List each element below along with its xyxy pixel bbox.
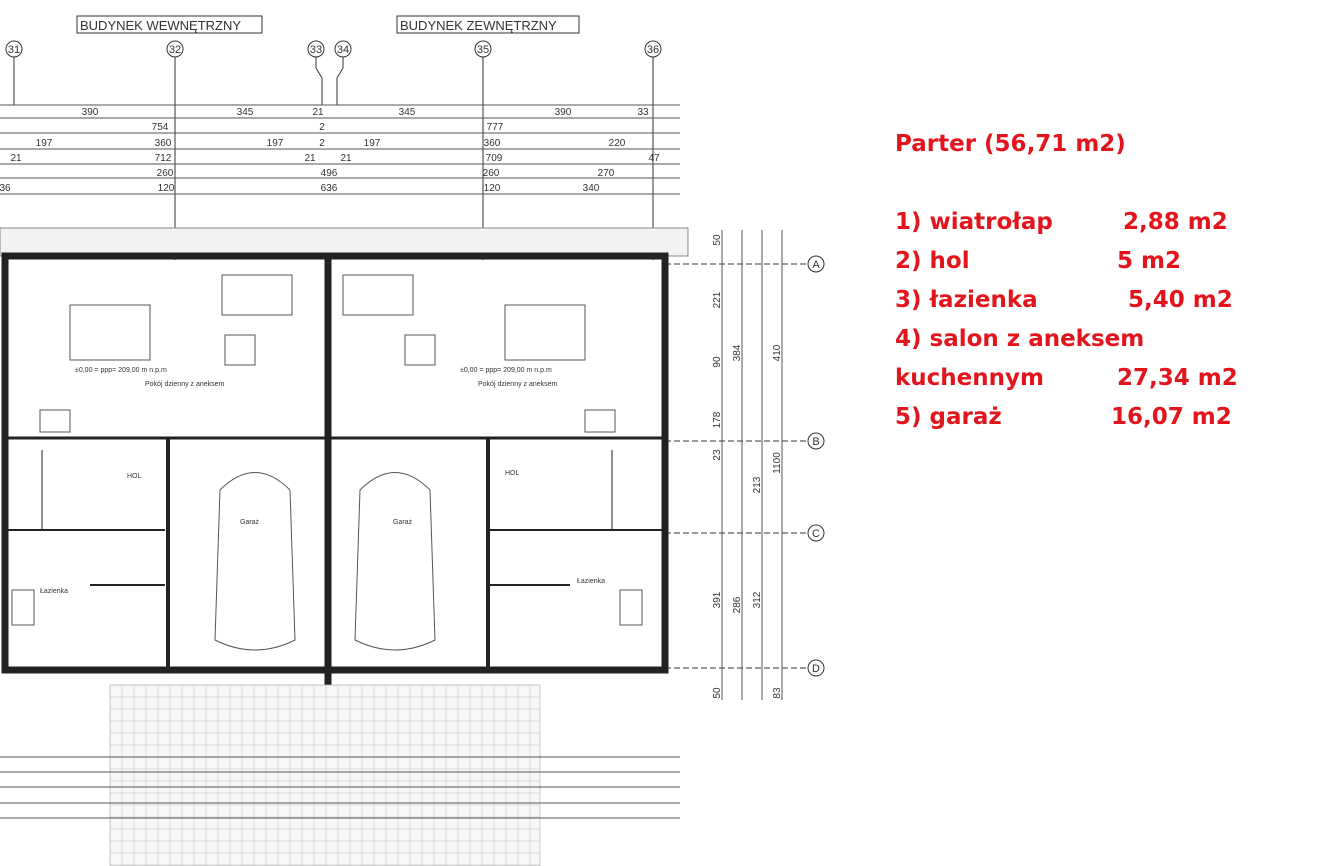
dimension: 286 (732, 596, 743, 613)
header-inner-building: BUDYNEK WEWNĘTRZNY (80, 18, 241, 33)
room-label: Pokój dzienny z aneksem (145, 381, 225, 388)
legend-item: kuchennym 27,34 m2 (895, 359, 1238, 398)
dimension: 345 (399, 107, 416, 118)
legend-item-name: kuchennym (895, 365, 1044, 391)
dimension: 90 (712, 356, 723, 368)
dimension: 384 (732, 344, 743, 361)
axis-label: 33 (310, 44, 322, 56)
legend-item: 5) garaż 16,07 m2 (895, 398, 1232, 437)
dimension: 221 (712, 291, 723, 308)
legend-item: 2) hol 5 m2 (895, 242, 1181, 281)
legend-item: 1) wiatrołap 2,88 m2 (895, 203, 1228, 242)
dimension: 220 (609, 138, 626, 149)
legend-item-area: 5,40 m2 (1128, 287, 1233, 313)
room-label: Garaż (393, 519, 413, 526)
dimension: 197 (267, 138, 284, 149)
dimension: 270 (598, 168, 615, 179)
legend-item-name: 4) salon z aneksem (895, 326, 1145, 352)
floor-plan: BUDYNEK WEWNĘTRZNY BUDYNEK ZEWNĘTRZNY 31… (0, 15, 825, 866)
axis-label: D (812, 663, 820, 675)
dimension: 2 (319, 138, 325, 149)
legend-item-area: 2,88 m2 (1123, 209, 1228, 235)
dimension: 83 (772, 687, 783, 699)
legend-item-area: 5 m2 (1117, 248, 1181, 274)
axis-label: C (812, 528, 820, 540)
dimension: 120 (484, 183, 501, 194)
area-legend: Parter (56,71 m2) 1) wiatrołap 2,88 m2 2)… (895, 125, 1238, 437)
level-label: ±0,00 = ppp= 209,00 m n.p.m (75, 367, 167, 374)
room-label: Łazienka (40, 588, 68, 595)
dimension: 410 (772, 344, 783, 361)
dimension: 21 (312, 107, 324, 118)
dimension: 345 (237, 107, 254, 118)
dimension: 213 (752, 476, 763, 493)
dimension: 36 (0, 183, 11, 194)
legend-title: Parter (56,71 m2) (895, 131, 1126, 157)
dimension: 2 (319, 122, 325, 133)
dimension: 340 (583, 183, 600, 194)
dimension: 754 (152, 122, 169, 133)
legend-item-area: 16,07 m2 (1111, 404, 1232, 430)
dimension: 21 (304, 153, 316, 164)
dimension: 260 (483, 168, 500, 179)
dimension: 777 (487, 122, 504, 133)
axis-label: 36 (647, 44, 659, 56)
room-label: HOL (127, 473, 142, 480)
dimension: 636 (321, 183, 338, 194)
axis-label: 32 (169, 44, 181, 56)
dimension: 33 (637, 107, 649, 118)
dimension: 312 (752, 591, 763, 608)
dimension: 391 (712, 591, 723, 608)
dimension: 360 (484, 138, 501, 149)
axis-label: 35 (477, 44, 489, 56)
dimension: 47 (648, 153, 660, 164)
dimension: 390 (555, 107, 572, 118)
legend-item-area: 27,34 m2 (1117, 365, 1238, 391)
room-label: Garaż (240, 519, 260, 526)
dimension: 709 (486, 153, 503, 164)
axis-label: A (812, 259, 820, 271)
legend-item-name: 3) łazienka (895, 287, 1038, 313)
level-label: ±0,00 = ppp= 209,00 m n.p.m (460, 367, 552, 374)
dimension: 360 (155, 138, 172, 149)
dimension: 23 (712, 449, 723, 461)
room-label: Łazienka (577, 578, 605, 585)
dimension: 197 (36, 138, 53, 149)
dimension: 50 (712, 234, 723, 246)
dimension: 197 (364, 138, 381, 149)
dimension: 496 (321, 168, 338, 179)
dimension: 178 (712, 411, 723, 428)
dimension: 260 (157, 168, 174, 179)
dimension: 21 (10, 153, 22, 164)
header-outer-building: BUDYNEK ZEWNĘTRZNY (400, 18, 557, 33)
dimension: 21 (340, 153, 352, 164)
room-label: Pokój dzienny z aneksem (478, 381, 558, 388)
room-label: HOL (505, 470, 520, 477)
legend-item-name: 1) wiatrołap (895, 209, 1053, 235)
legend-item: 4) salon z aneksem (895, 320, 1144, 359)
legend-item-name: 5) garaż (895, 404, 1002, 430)
axis-label: B (812, 436, 819, 448)
dimension: 50 (712, 687, 723, 699)
dimension: 712 (155, 153, 172, 164)
dimension: 120 (158, 183, 175, 194)
legend-item: 3) łazienka 5,40 m2 (895, 281, 1233, 320)
dimension: 390 (82, 107, 99, 118)
dimension: 1100 (772, 452, 783, 474)
legend-item-name: 2) hol (895, 248, 970, 274)
axis-label: 34 (337, 44, 349, 56)
axis-label: 31 (8, 44, 20, 56)
